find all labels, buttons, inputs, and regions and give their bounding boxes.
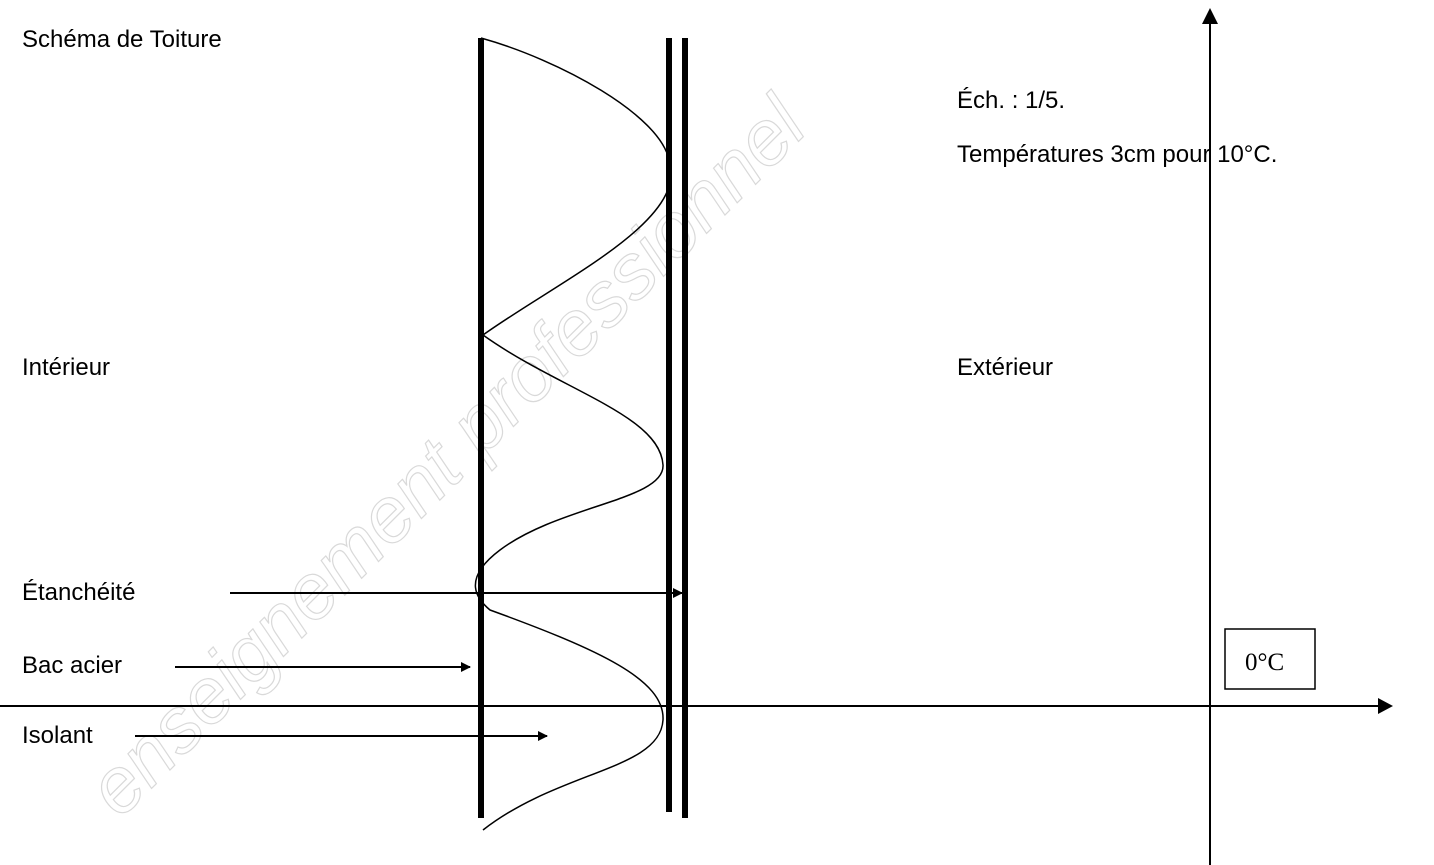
watermark-text: enseignement professionnel: [70, 78, 824, 832]
steel-deck-label: Bac acier: [22, 652, 122, 679]
zero-label-box: [1224, 628, 1316, 690]
scale-line-2: Températures 3cm pour 10°C.: [957, 141, 1277, 168]
exterior-label: Extérieur: [957, 354, 1053, 381]
zero-celsius-label: 0°C: [1245, 649, 1284, 676]
insulation-label: Isolant: [22, 722, 93, 749]
y-axis-arrowhead: [1202, 8, 1218, 24]
scale-line-1: Éch. : 1/5.: [957, 87, 1065, 114]
interior-label: Intérieur: [22, 354, 110, 381]
diagram-title: Schéma de Toiture: [22, 26, 222, 53]
waterproofing-label: Étanchéité: [22, 579, 135, 606]
x-axis-arrowhead: [1378, 698, 1393, 714]
insulation-wave: [474, 37, 672, 831]
